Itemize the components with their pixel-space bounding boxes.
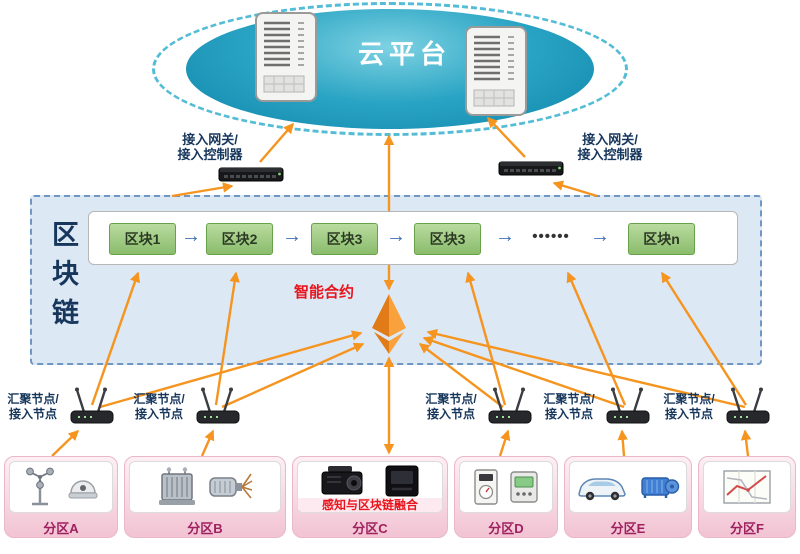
zone-a-label: 分区A xyxy=(43,521,79,536)
access-gateway-label-right: 接入网关/ 接入控制器 xyxy=(560,132,660,163)
zone-f-card: 分区F xyxy=(698,456,796,538)
meter-icon xyxy=(510,471,538,503)
zone-b-label: 分区B xyxy=(187,521,223,536)
agg-node-group-4: 汇聚节点/ 接入节点 xyxy=(538,386,652,428)
generator-icon xyxy=(209,473,253,499)
control-box-icon xyxy=(385,465,419,496)
network-switch-icon xyxy=(498,161,564,176)
agg-node-line1: 汇聚节点/ xyxy=(663,392,715,406)
block-flow-arrow-icon: → xyxy=(590,225,610,247)
blockchain-title: 区块链 xyxy=(48,220,78,337)
agg-node-group-3: 汇聚节点/ 接入节点 xyxy=(420,386,534,428)
block-3: 区块3 xyxy=(311,223,378,255)
cloud-platform-label: 云平台 xyxy=(358,39,452,69)
wireless-router-icon xyxy=(606,387,650,424)
zone-f-device-panel xyxy=(703,461,791,513)
map-icon xyxy=(723,470,771,504)
agg-node-group-5: 汇聚节点/ 接入节点 xyxy=(658,386,772,428)
ethereum-icon xyxy=(372,294,406,354)
wireless-router-icon xyxy=(726,387,770,424)
zone-c-device-panel: 感知与区块链融合 xyxy=(297,461,443,513)
agg-node-label: 汇聚节点/ 接入节点 xyxy=(538,386,600,422)
agg-node-line2: 接入节点 xyxy=(664,407,713,421)
wireless-router-icon xyxy=(196,387,240,424)
agg-node-label: 汇聚节点/ 接入节点 xyxy=(420,386,482,422)
zone-c-label: 分区C xyxy=(352,521,388,536)
block-flow-arrow-icon: → xyxy=(181,225,201,247)
agg-node-line1: 汇聚节点/ xyxy=(7,392,59,406)
block-4: 区块3 xyxy=(414,223,481,255)
dome-sensor-icon xyxy=(68,480,98,499)
agg-node-group-1: 汇聚节点/ 接入节点 xyxy=(2,386,116,428)
block-chain-strip: 区块1 → 区块2 → 区块3 → 区块3 → •••••• → 区块n xyxy=(88,211,738,265)
zone-b-device-panel xyxy=(129,461,281,513)
transformer-icon xyxy=(159,467,195,505)
agg-node-line2: 接入节点 xyxy=(134,407,183,421)
zone-d-label: 分区D xyxy=(488,521,524,536)
agg-node-line1: 汇聚节点/ xyxy=(425,392,477,406)
zone-e-device-panel xyxy=(569,461,687,513)
wireless-router-icon xyxy=(488,387,532,424)
access-gateway-line1: 接入网关/ xyxy=(182,132,238,147)
access-gateway-line2: 接入控制器 xyxy=(177,147,243,163)
block-flow-arrow-icon: → xyxy=(386,225,406,247)
block-flow-arrow-icon: → xyxy=(495,225,515,247)
agg-node-line2: 接入节点 xyxy=(8,407,57,421)
zone-c-card: 感知与区块链融合 分区C xyxy=(292,456,448,538)
access-gateway-label-left: 接入网关/ 接入控制器 xyxy=(160,132,260,163)
block-flow-arrow-icon: → xyxy=(282,225,302,247)
zone-d-device-panel xyxy=(459,461,553,513)
motor-icon xyxy=(641,477,680,498)
zone-c-banner: 感知与区块链融合 xyxy=(298,498,442,512)
agg-node-label: 汇聚节点/ 接入节点 xyxy=(128,386,190,422)
agg-node-line1: 汇聚节点/ xyxy=(133,392,185,406)
access-gateway-line1: 接入网关/ xyxy=(582,132,638,147)
smart-contract-label: 智能合约 xyxy=(294,284,355,301)
smart-meter-icon xyxy=(474,469,498,505)
zone-f-label: 分区F xyxy=(730,521,764,536)
zone-b-card: 分区B xyxy=(124,456,286,538)
agg-node-label: 汇聚节点/ 接入节点 xyxy=(2,386,64,422)
access-gateway-line2: 接入控制器 xyxy=(577,147,643,163)
zone-a-device-panel xyxy=(9,461,113,513)
anemometer-icon xyxy=(26,467,54,506)
cloud-server-icon xyxy=(465,26,527,116)
camera-device-icon xyxy=(321,465,363,494)
agg-node-label: 汇聚节点/ 接入节点 xyxy=(658,386,720,422)
zone-a-card: 分区A xyxy=(4,456,118,538)
wireless-router-icon xyxy=(70,387,114,424)
block-ellipsis: •••••• xyxy=(532,228,570,245)
zone-d-card: 分区D xyxy=(454,456,558,538)
ev-car-icon xyxy=(578,478,626,501)
agg-node-line2: 接入节点 xyxy=(544,407,593,421)
block-2: 区块2 xyxy=(206,223,273,255)
zone-e-label: 分区E xyxy=(610,521,646,536)
agg-node-line1: 汇聚节点/ xyxy=(543,392,595,406)
network-switch-icon xyxy=(218,167,284,182)
zone-e-card: 分区E xyxy=(564,456,692,538)
block-n: 区块n xyxy=(628,223,695,255)
cloud-server-icon xyxy=(255,12,317,102)
block-1: 区块1 xyxy=(109,223,176,255)
agg-node-group-2: 汇聚节点/ 接入节点 xyxy=(128,386,242,428)
agg-node-line2: 接入节点 xyxy=(426,407,475,421)
